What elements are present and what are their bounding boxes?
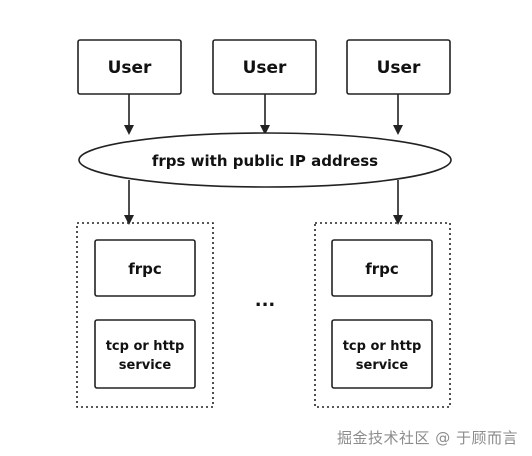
user-node-2: User <box>212 39 317 95</box>
frpc-label: frpc <box>365 260 399 278</box>
frps-server-node: frps with public IP address <box>78 132 452 188</box>
source-watermark: 掘金技术社区 @ 于顾而言 <box>336 429 518 447</box>
user-label: User <box>377 58 421 78</box>
frpc-node: frpc <box>94 239 196 297</box>
user-label: User <box>108 58 152 78</box>
frpc-label: frpc <box>128 260 162 278</box>
service-node: tcp or http service <box>94 319 196 389</box>
client-group-2: frpc tcp or http service <box>314 222 451 408</box>
user-label: User <box>243 58 287 78</box>
service-label-line1: tcp or http <box>343 339 422 354</box>
service-label-line2: service <box>356 358 409 373</box>
frps-label: frps with public IP address <box>152 152 378 170</box>
client-group-1: frpc tcp or http service <box>76 222 214 408</box>
service-label-line1: tcp or http <box>106 339 185 354</box>
more-clients-ellipsis: ... <box>255 290 276 311</box>
user-node-1: User <box>77 39 182 95</box>
service-label-line2: service <box>119 358 172 373</box>
service-node: tcp or http service <box>331 319 433 389</box>
frpc-node: frpc <box>331 239 433 297</box>
user-node-3: User <box>346 39 451 95</box>
